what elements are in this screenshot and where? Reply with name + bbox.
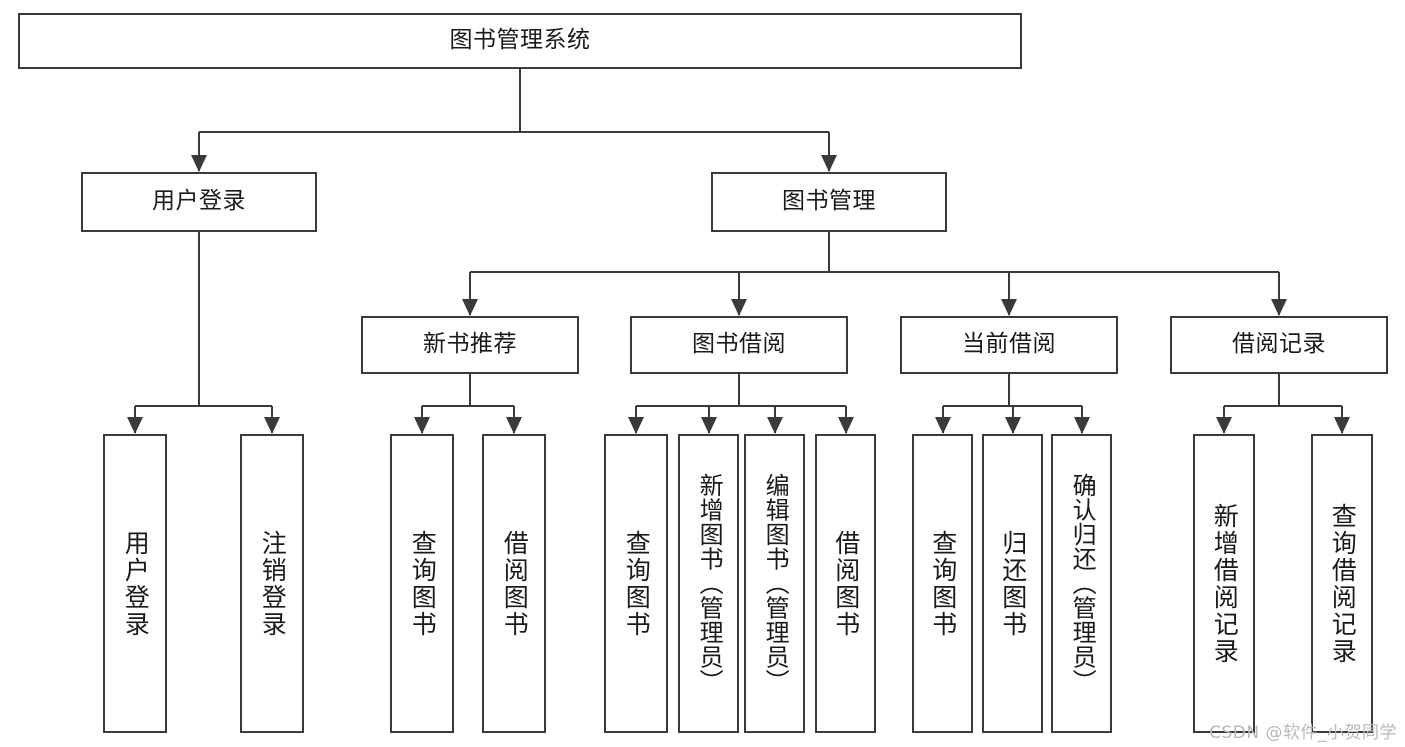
arrow-head-leaf-query-book-rec (414, 417, 430, 434)
node-leaf-query-record: 查询借阅记录 (1311, 434, 1373, 733)
node-borrow-record: 借阅记录 (1170, 316, 1388, 374)
node-label: 查询图书 (622, 529, 652, 638)
node-leaf-borrow-book-rec: 借阅图书 (482, 434, 546, 733)
node-label: 借阅记录 (1232, 331, 1326, 358)
node-book-borrow: 图书借阅 (630, 316, 848, 374)
node-label: 图书管理 (782, 188, 876, 215)
arrow-head-leaf-confirm-return (1074, 417, 1090, 434)
arrow-head-new-book-rec (462, 299, 478, 316)
node-leaf-edit-book: 编辑图书（管理员） (744, 434, 805, 733)
node-label: 注销登录 (258, 529, 288, 638)
arrow-head-leaf-query-book-current (935, 417, 951, 434)
arrow-head-leaf-edit-book (767, 417, 783, 434)
arrow-head-leaf-user-login (127, 417, 143, 434)
node-label: 新书推荐 (423, 331, 517, 358)
node-leaf-query-book-rec: 查询图书 (390, 434, 454, 733)
node-user-login: 用户登录 (81, 172, 317, 232)
arrow-head-leaf-borrow-book (838, 417, 854, 434)
arrow-head-leaf-return-book (1005, 417, 1021, 434)
node-root: 图书管理系统 (18, 13, 1022, 69)
node-leaf-query-book-current: 查询图书 (912, 434, 973, 733)
node-leaf-return-book: 归还图书 (982, 434, 1043, 733)
node-leaf-add-book: 新增图书（管理员） (678, 434, 739, 733)
node-leaf-query-book-borrow: 查询图书 (604, 434, 668, 733)
node-book-manage: 图书管理 (711, 172, 947, 232)
node-label: 新增图书（管理员） (695, 473, 724, 694)
node-label: 新增借阅记录 (1210, 502, 1240, 665)
arrow-head-user-login (191, 155, 207, 172)
node-current-borrow: 当前借阅 (900, 316, 1118, 374)
arrow-head-leaf-add-book (701, 417, 717, 434)
arrow-head-leaf-borrow-book-rec (506, 417, 522, 434)
node-leaf-logout: 注销登录 (240, 434, 304, 733)
arrow-head-leaf-add-record (1216, 417, 1232, 434)
node-label: 查询图书 (928, 529, 958, 638)
node-label: 归还图书 (998, 529, 1028, 638)
node-label: 借阅图书 (500, 529, 530, 638)
node-label: 查询图书 (408, 529, 438, 638)
node-label: 用户登录 (121, 529, 151, 638)
node-label: 查询借阅记录 (1328, 502, 1358, 665)
node-label: 图书管理系统 (449, 27, 591, 54)
node-label: 图书借阅 (692, 331, 786, 358)
arrow-head-book-manage (821, 155, 837, 172)
node-leaf-user-login: 用户登录 (103, 434, 167, 733)
node-label: 当前借阅 (962, 331, 1056, 358)
arrow-head-leaf-query-record (1334, 417, 1350, 434)
node-leaf-borrow-book: 借阅图书 (815, 434, 876, 733)
arrow-head-borrow-record (1271, 299, 1287, 316)
arrow-head-leaf-query-book-borrow (628, 417, 644, 434)
node-label: 用户登录 (152, 188, 246, 215)
node-label: 借阅图书 (831, 529, 861, 638)
node-label: 确认归还（管理员） (1068, 473, 1097, 694)
arrow-head-leaf-logout (264, 417, 280, 434)
node-leaf-confirm-return: 确认归还（管理员） (1051, 434, 1112, 733)
node-leaf-add-record: 新增借阅记录 (1193, 434, 1255, 733)
node-label: 编辑图书（管理员） (761, 473, 790, 694)
arrow-head-current-borrow (1001, 299, 1017, 316)
node-new-book-rec: 新书推荐 (361, 316, 579, 374)
arrow-head-book-borrow (731, 299, 747, 316)
